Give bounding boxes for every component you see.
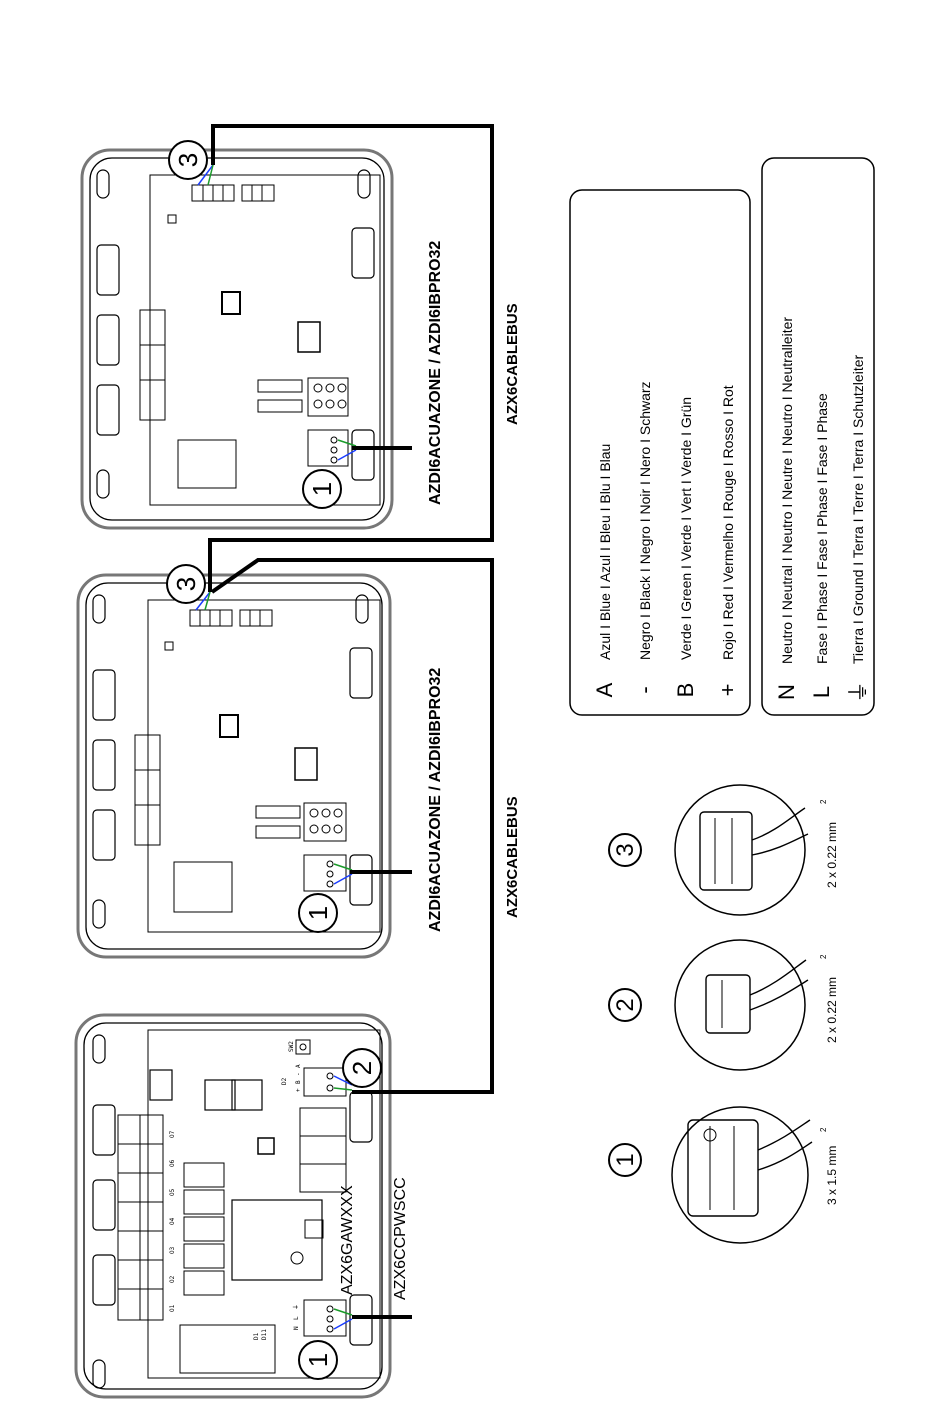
terminal-label-a: A	[295, 1064, 302, 1068]
zone2-model-label: AZDI6ACUAZONE / AZDI6IBPRO32	[427, 241, 444, 505]
legend-bus-symbol-a: A	[592, 682, 617, 697]
marker-zone2-bus-number: 3	[173, 153, 203, 167]
marker-central-power: 1	[298, 1340, 338, 1380]
label-sw2: SW2	[288, 1041, 295, 1052]
terminal-label-n: N	[293, 1326, 300, 1330]
connector-3-spec-superscript: 2	[819, 799, 828, 804]
legend-power-text-l: Fase I Phase I Fase I Phase I Fase I Pha…	[814, 393, 830, 664]
legend-bus-text-b: Verde I Green I Verde I Vert I Verde I G…	[678, 397, 694, 660]
zone1-model-label: AZDI6ACUAZONE / AZDI6IBPRO32	[427, 668, 444, 932]
marker-zone2-bus: 3	[168, 140, 208, 180]
zone-board-1	[76, 573, 392, 959]
bus-wire-legend: A Azul I Blue I Azul I Bleu I Blu I Blau…	[569, 189, 751, 716]
legend-power-text-n: Neutro I Neutral I Neutro I Neutre I Neu…	[779, 317, 795, 664]
central-model-label: AZX6CCPWSCC	[392, 1177, 409, 1300]
connector-2-spec-superscript: 2	[819, 954, 828, 959]
output-label-o5: O5	[169, 1188, 176, 1196]
marker-zone1-power: 1	[298, 893, 338, 933]
terminal-label-ground: ⏚	[293, 1304, 300, 1310]
terminal-label-minus: -	[295, 1072, 302, 1076]
zone-board-2	[80, 148, 394, 530]
legend-power-symbol-n: N	[774, 684, 799, 700]
cables	[208, 124, 494, 1319]
legend-bus-text-a: Azul I Blue I Azul I Bleu I Blu I Blau	[597, 444, 613, 660]
connector-detail-3: 3 2 x 0.22 mm 2	[608, 784, 839, 916]
label-d11: D11	[261, 1329, 268, 1340]
legend-bus-symbol-b: B	[673, 683, 698, 698]
connector-2-number: 2	[612, 998, 639, 1011]
connector-1-spec-superscript: 2	[819, 1127, 828, 1132]
terminal-label-b: B	[295, 1080, 302, 1084]
output-label-o7: O7	[169, 1130, 176, 1138]
marker-central-power-number: 1	[303, 1353, 333, 1367]
terminal-label-plus: +	[295, 1088, 302, 1092]
connector-1-number: 1	[612, 1153, 639, 1166]
output-label-o1: O1	[169, 1304, 176, 1312]
connector-3-spec: 2 x 0.22 mm	[825, 822, 839, 888]
marker-zone1-power-number: 1	[303, 906, 333, 920]
bus-cable-label-bottom: AZX6CABLEBUS	[504, 796, 521, 918]
output-label-o6: O6	[169, 1159, 176, 1167]
legend-bus-symbol-minus: -	[632, 686, 657, 693]
terminal-label-l: L	[293, 1316, 300, 1320]
connector-2-spec: 2 x 0.22 mm	[825, 977, 839, 1043]
label-d2: D2	[281, 1077, 288, 1085]
legend-power-symbol-ground: ⏚	[846, 681, 871, 703]
connector-1-spec: 3 x 1.5 mm	[825, 1146, 839, 1205]
legend-power-symbol-l: L	[809, 686, 834, 698]
marker-zone2-power: 1	[302, 469, 342, 509]
legend-bus-symbol-plus: +	[715, 684, 740, 697]
marker-zone1-bus: 3	[166, 564, 206, 604]
marker-zone1-bus-number: 3	[171, 577, 201, 591]
marker-central-bus: 2	[342, 1048, 382, 1088]
output-label-o3: O3	[169, 1246, 176, 1254]
connector-detail-2: 2 2 x 0.22 mm 2	[608, 939, 839, 1071]
output-label-o4: O4	[169, 1217, 176, 1225]
connector-detail-1: 1 3 x 1.5 mm 2	[608, 1106, 839, 1244]
marker-central-bus-number: 2	[347, 1061, 377, 1075]
legend-bus-text-minus: Negro I Black I Negro I Noir I Nero I Sc…	[637, 381, 653, 660]
legend-power-text-ground: Tierra I Ground I Terra I Terre I Terra …	[850, 355, 866, 664]
power-wire-legend: N Neutro I Neutral I Neutro I Neutre I N…	[761, 157, 875, 716]
label-d1: D1	[253, 1332, 260, 1340]
output-label-o2: O2	[169, 1275, 176, 1283]
marker-zone2-power-number: 1	[307, 482, 337, 496]
bus-cable-label-top: AZX6CABLEBUS	[504, 303, 521, 425]
legend-bus-text-plus: Rojo I Red I Vermelho I Rouge I Rosso I …	[720, 385, 736, 660]
webserver-model-label: AZX6GAWXXX	[339, 1185, 356, 1295]
connector-3-number: 3	[612, 843, 639, 856]
central-board	[74, 1013, 392, 1399]
